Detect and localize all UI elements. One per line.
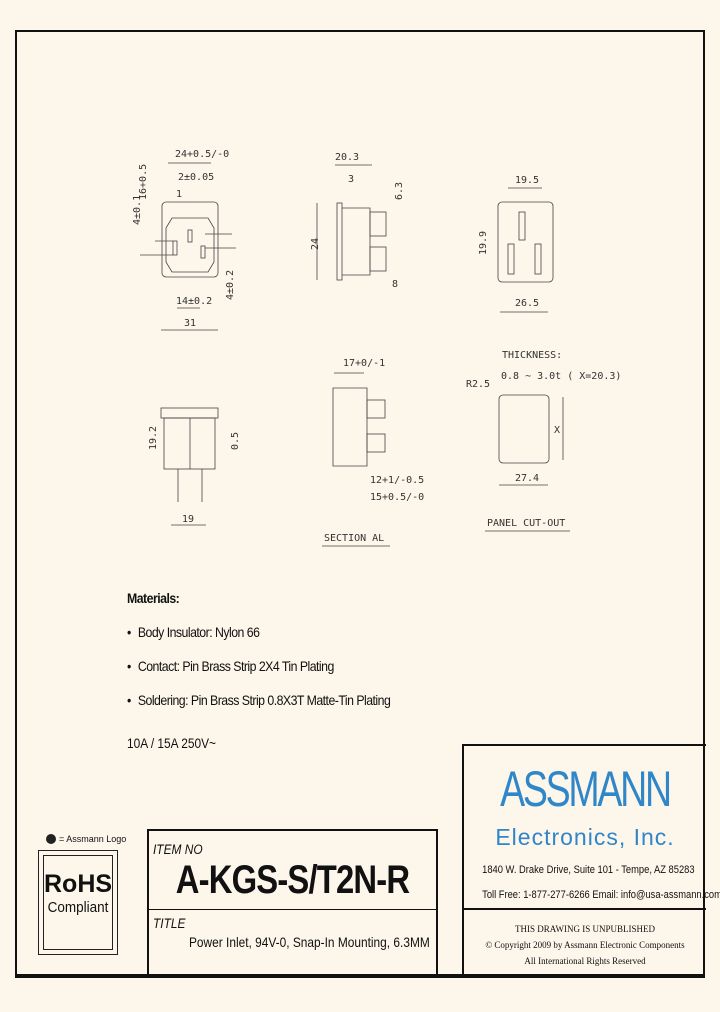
dim-label: 19.9 xyxy=(478,231,489,255)
divider xyxy=(149,909,436,910)
item-no-label: ITEM NO xyxy=(153,841,203,857)
dim-label: 20.3 xyxy=(335,152,359,163)
rohs-badge: RoHS Compliant xyxy=(38,850,118,955)
company-contact: Toll Free: 1-877-277-6266 Email: info@us… xyxy=(482,889,720,901)
company-logo: ASSMANN xyxy=(500,761,672,817)
dim-label: 8 xyxy=(392,279,398,290)
dim-label: 19.2 xyxy=(148,426,159,450)
dim-label: 12+1/-0.5 xyxy=(370,475,424,486)
dim-label: 31 xyxy=(184,318,196,329)
electrical-rating: 10A / 15A 250V~ xyxy=(127,735,217,751)
dim-label: 27.4 xyxy=(515,473,539,484)
rohs-title: RoHS xyxy=(44,870,113,898)
dim-label: 26.5 xyxy=(515,298,539,309)
dim-label: X xyxy=(554,425,560,436)
dim-label: 19 xyxy=(182,514,194,525)
materials-list: Materials: Body Insulator: Nylon 66 Cont… xyxy=(127,590,391,726)
title-block: ITEM NO A-KGS-S/T2N-R TITLE Power Inlet,… xyxy=(147,829,438,978)
title-label: TITLE xyxy=(153,915,186,931)
radius-label: R2.5 xyxy=(466,379,490,390)
rohs-subtitle: Compliant xyxy=(47,899,109,916)
dim-label: 6.3 xyxy=(394,182,405,200)
legal-unpublished: THIS DRAWING IS UNPUBLISHED xyxy=(514,924,656,934)
assmann-logo-icon xyxy=(46,834,56,844)
front-view: 24+0.5/-0 2±0.05 16+0.5 4±0.1 1 4±0.2 14… xyxy=(132,149,236,331)
dim-label: 4±0.1 xyxy=(132,195,143,225)
dim-label: 24 xyxy=(310,238,321,250)
materials-heading: Materials: xyxy=(127,590,180,606)
dim-label: 24+0.5/-0 xyxy=(175,149,229,160)
company-block: ASSMANN Electronics, Inc. 1840 W. Drake … xyxy=(462,744,720,978)
dim-label: 4±0.2 xyxy=(225,270,236,300)
dim-label: 3 xyxy=(348,174,354,185)
dim-label: 16+0.5 xyxy=(138,164,149,200)
thickness-label: THICKNESS: xyxy=(502,350,562,361)
rear-view: 19.5 19.9 26.5 xyxy=(478,175,554,313)
material-item: Contact: Pin Brass Strip 2X4 Tin Plating xyxy=(127,658,390,674)
dim-label: 14±0.2 xyxy=(176,296,212,307)
company-address: 1840 W. Drake Drive, Suite 101 - Tempe, … xyxy=(482,864,695,876)
legal-rights: All International Rights Reserved xyxy=(524,956,646,966)
dim-label: 15+0.5/-0 xyxy=(370,492,424,503)
logo-note: = Assmann Logo xyxy=(46,834,126,844)
company-subname: Electronics, Inc. xyxy=(495,824,675,850)
logo-note-text: = Assmann Logo xyxy=(59,834,127,844)
divider xyxy=(464,908,706,910)
item-number: A-KGS-S/T2N-R xyxy=(175,858,410,902)
thickness-value: 0.8 ~ 3.0t ( X=20.3) xyxy=(501,371,621,382)
bottom-view: 19.2 0.5 19 xyxy=(148,407,241,526)
section-label: SECTION AL xyxy=(324,533,384,544)
side-view: 20.3 3 6.3 24 8 xyxy=(310,152,405,290)
material-item: Body Insulator: Nylon 66 xyxy=(127,624,390,640)
panel-cutout-label: PANEL CUT-OUT xyxy=(487,518,565,529)
dim-label: 19.5 xyxy=(515,175,539,186)
product-title: Power Inlet, 94V-0, Snap-In Mounting, 6.… xyxy=(189,934,430,950)
panel-cutout-view: THICKNESS: 0.8 ~ 3.0t ( X=20.3) R2.5 X 2… xyxy=(466,350,621,532)
legal-copyright: © Copyright 2009 by Assmann Electronic C… xyxy=(485,940,685,950)
dim-label: 17+0/-1 xyxy=(343,358,385,369)
dim-label: 2±0.05 xyxy=(178,172,214,183)
section-view: 17+0/-1 12+1/-0.5 15+0.5/-0 SECTION AL xyxy=(322,358,424,547)
drawing-frame xyxy=(15,30,705,978)
material-item: Soldering: Pin Brass Strip 0.8X3T Matte-… xyxy=(127,692,391,708)
dim-label: 1 xyxy=(176,189,182,200)
dim-label: 0.5 xyxy=(230,432,241,450)
